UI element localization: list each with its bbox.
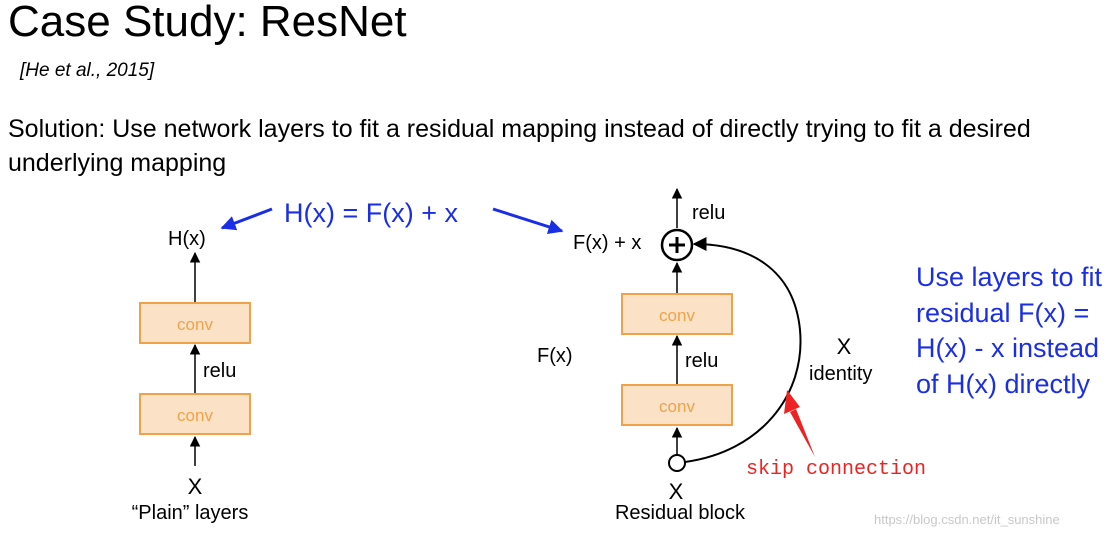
plain-conv-top-box (139, 302, 251, 344)
plain-relu-label: relu (203, 360, 236, 382)
skip-connection-annotation: skip connection (746, 458, 927, 481)
residual-relu-top-label: relu (692, 202, 725, 224)
plain-input-label: X (188, 474, 203, 499)
plain-conv-bottom-label: conv (177, 406, 213, 425)
annotation-arrow-head (784, 390, 800, 414)
plain-conv-bottom-box (139, 393, 251, 435)
blue-arrow-left (220, 207, 273, 231)
slide-title: Case Study: ResNet (8, 0, 407, 46)
annotation-arrow-shaft (790, 409, 815, 457)
residual-conv-bottom-box (621, 384, 733, 426)
identity-x-label: X (837, 334, 852, 359)
plain-output-label: H(x) (168, 228, 206, 250)
residual-caption: Residual block (615, 502, 746, 524)
blue-arrow-right (492, 207, 564, 235)
center-equation: H(x) = F(x) + x (284, 198, 458, 228)
input-node (668, 454, 686, 472)
residual-conv-top-label: conv (659, 306, 695, 325)
residual-conv-bottom-label: conv (659, 397, 695, 416)
residual-conv-top-box (621, 293, 733, 335)
residual-note: Use layers to fit residual F(x) = H(x) -… (916, 262, 1103, 399)
plain-caption: “Plain” layers (132, 502, 249, 524)
identity-label: identity (809, 363, 872, 385)
skip-connection-curve (684, 237, 802, 463)
residual-relu-label: relu (685, 350, 718, 372)
plain-conv-top-label: conv (177, 315, 213, 334)
solution-text: Solution: Use network layers to fit a re… (8, 115, 1031, 177)
residual-sum-label: F(x) + x (573, 232, 641, 254)
residual-fx-label: F(x) (537, 345, 573, 367)
residual-input-label: X (669, 479, 684, 504)
watermark: https://blog.csdn.net/it_sunshine (874, 512, 1060, 527)
citation: [He et al., 2015] (20, 60, 155, 81)
